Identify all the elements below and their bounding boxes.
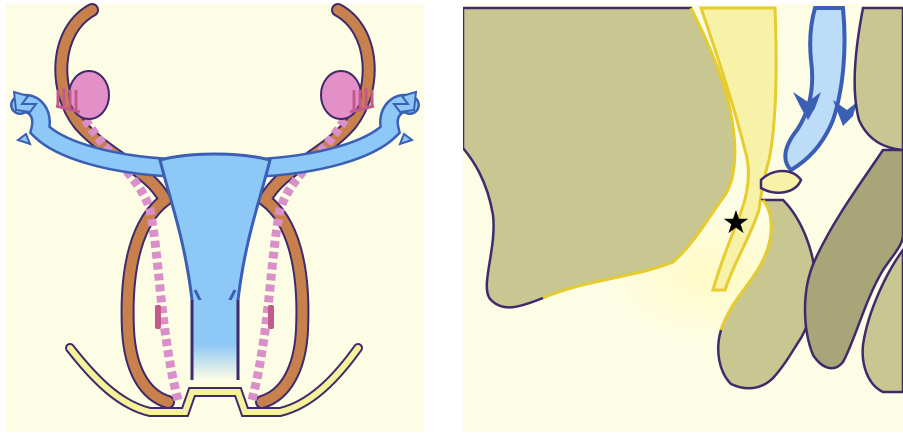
star-marker: ★ xyxy=(722,203,751,241)
sagittal-section-diagram: ★ xyxy=(463,0,903,436)
panel-sagittal-section: ★ xyxy=(463,0,903,436)
panel-frontal-view xyxy=(0,0,430,436)
tubule-segment-right xyxy=(268,305,274,329)
upper-vagina xyxy=(192,300,238,380)
tubule-segment-left xyxy=(155,305,161,329)
frontal-view-diagram xyxy=(0,0,430,436)
